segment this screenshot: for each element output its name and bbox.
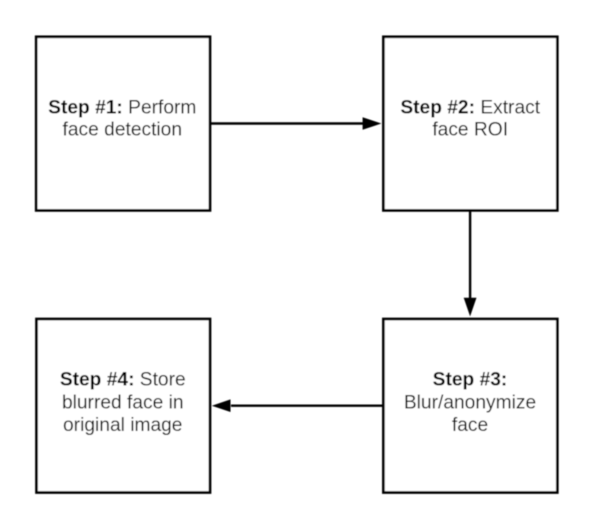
svg-text:Step #2: Extract: Step #2: Extract xyxy=(400,98,540,119)
svg-text:original image: original image xyxy=(63,415,182,436)
svg-text:Blur/anonymize: Blur/anonymize xyxy=(404,393,536,414)
svg-text:face detection: face detection xyxy=(63,120,182,141)
svg-text:face ROI: face ROI xyxy=(432,120,508,141)
svg-text:Step #4: Store: Step #4: Store xyxy=(60,369,186,390)
svg-text:blurred face in: blurred face in xyxy=(62,393,184,414)
svg-text:face: face xyxy=(452,415,488,436)
svg-text:Step #1: Perform: Step #1: Perform xyxy=(48,98,196,119)
svg-text:Step #3:: Step #3: xyxy=(433,369,508,390)
